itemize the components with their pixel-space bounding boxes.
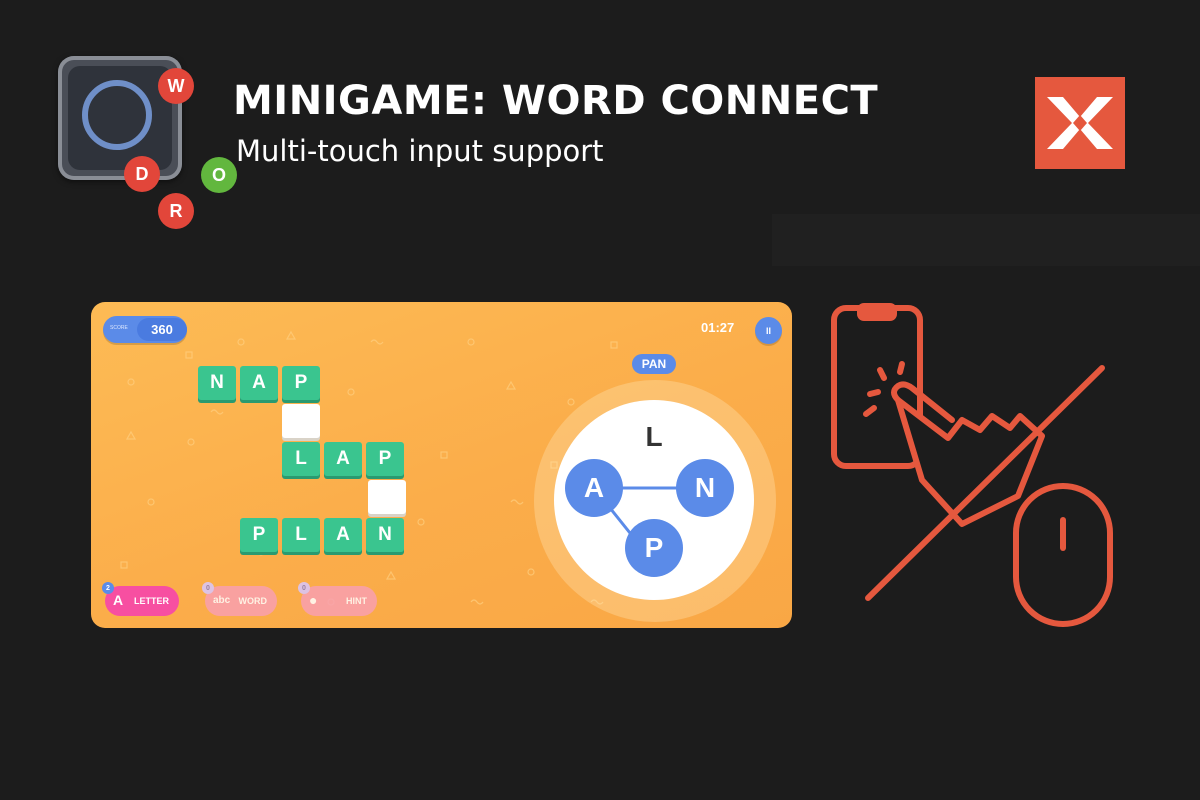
hint-powerup-label: HINT (346, 596, 367, 606)
app-icon-ring (82, 80, 152, 150)
crossword-tile-empty (368, 480, 406, 514)
app-icon-letter-o: O (201, 157, 237, 193)
touch-over-mouse-illustration (831, 303, 1113, 627)
hint-powerup-button[interactable]: 0 ● HINT (298, 582, 377, 616)
pause-button[interactable]: II (755, 317, 782, 344)
crossword-tile: L (282, 518, 320, 552)
score-label: SCORE (110, 325, 128, 331)
app-icon-letter-d: D (124, 156, 160, 192)
page-title: MINIGAME: WORD CONNECT (233, 78, 879, 124)
score-value: 360 (137, 318, 187, 341)
wheel-letter-l[interactable]: L (645, 421, 663, 452)
letter-powerup-count: 2 (102, 582, 114, 594)
crossword-tile: P (366, 442, 404, 476)
crossword-tile: A (324, 442, 362, 476)
x-cross-logo-icon (1035, 77, 1125, 169)
timer: 01:27 (701, 320, 735, 335)
app-icon-letter-w: W (158, 68, 194, 104)
app-icon-letter-r: R (158, 193, 194, 229)
wheel-letter-n[interactable]: N (676, 459, 734, 517)
strike-through-line (865, 365, 1105, 601)
word-powerup-count: 0 (202, 582, 214, 594)
crossword-tile: A (240, 366, 278, 400)
wheel-letter-p[interactable]: P (625, 519, 683, 577)
letter-wheel[interactable]: L A N P (554, 400, 754, 600)
crossword-tile-empty (282, 404, 320, 438)
smartphone-icon (831, 303, 923, 469)
word-abc-icon: abc (213, 595, 231, 606)
crossword-tile: P (282, 366, 320, 400)
crossword-tile: N (198, 366, 236, 400)
word-powerup-label: WORD (238, 596, 268, 606)
score-display: SCORE 360 (103, 316, 187, 343)
lightbulb-icon: ● (309, 592, 318, 608)
word-powerup-button[interactable]: 0 abc WORD (202, 582, 277, 616)
crossword-tile: N (366, 518, 404, 552)
crossword-tile: P (240, 518, 278, 552)
tapping-hand-icon (863, 361, 1045, 527)
mouse-icon (1013, 483, 1113, 627)
crossword-tile: A (324, 518, 362, 552)
app-icon: W D O R (58, 56, 237, 229)
letter-powerup-label: LETTER (134, 596, 169, 606)
current-word-badge: PAN (632, 354, 676, 374)
letter-a-icon: A (113, 592, 124, 608)
letter-powerup-button[interactable]: 2 A LETTER (102, 582, 179, 616)
game-screen: SCORE 360 01:27 II N A P L A P P L A N P… (91, 302, 792, 628)
page-subtitle: Multi-touch input support (236, 134, 604, 168)
wheel-letter-a[interactable]: A (565, 459, 623, 517)
hint-powerup-count: 0 (298, 582, 310, 594)
crossword-tile: L (282, 442, 320, 476)
faint-bar (772, 214, 1200, 266)
